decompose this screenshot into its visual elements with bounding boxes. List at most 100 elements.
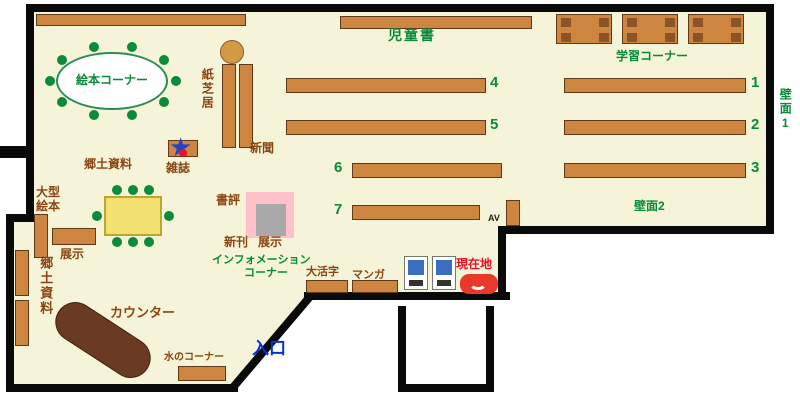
bookshelf-1 bbox=[564, 78, 746, 93]
bookshelf-6 bbox=[352, 163, 502, 178]
display-label-center: 展示 bbox=[258, 235, 283, 249]
manga-label: マンガ bbox=[352, 269, 385, 281]
stool-icon bbox=[599, 18, 609, 27]
chair-dot bbox=[127, 110, 137, 120]
chair-dot bbox=[92, 211, 102, 221]
stool-icon bbox=[665, 18, 675, 27]
kamishibai-label: 紙芝居 bbox=[200, 68, 215, 110]
magazine-label: 雑誌 bbox=[166, 161, 191, 175]
local-materials-shelf bbox=[15, 300, 29, 346]
stool-icon bbox=[731, 18, 741, 27]
stool-icon bbox=[561, 18, 571, 27]
wall-stair-left bbox=[398, 306, 406, 392]
local-materials-vertical-label: 郷土資料 bbox=[38, 256, 54, 316]
bookshelf-7 bbox=[352, 205, 480, 220]
large-books-label-line1: 大型 bbox=[36, 185, 61, 199]
wall-right-bottom bbox=[498, 226, 774, 234]
wall-right bbox=[766, 4, 774, 234]
picture-book-corner-table: 絵本コーナー bbox=[56, 52, 168, 110]
study-desk bbox=[556, 14, 612, 44]
chair-dot bbox=[127, 42, 137, 52]
stool-icon bbox=[693, 33, 703, 42]
children-books-label: 児童書 bbox=[388, 27, 436, 43]
av-shelf bbox=[506, 200, 520, 226]
study-desk bbox=[688, 14, 744, 44]
chair-dot bbox=[112, 237, 122, 247]
large-books-label-line2: 絵本 bbox=[36, 199, 61, 213]
wall1-label: 壁面1 bbox=[778, 88, 793, 132]
large-print-shelf bbox=[306, 280, 348, 293]
stool-icon bbox=[693, 18, 703, 27]
floor-main-hall bbox=[34, 12, 766, 226]
study-corner-label: 学習コーナー bbox=[616, 49, 689, 63]
manga-shelf bbox=[352, 280, 398, 293]
chair-dot bbox=[159, 55, 169, 65]
bookshelf-3 bbox=[564, 163, 746, 178]
information-corner-label-line1: インフォメーション bbox=[212, 254, 311, 266]
stool-icon bbox=[731, 33, 741, 42]
chair-dot bbox=[164, 211, 174, 221]
terminal-slot-icon bbox=[437, 280, 451, 286]
large-books-shelf bbox=[34, 214, 48, 258]
water-corner-shelf bbox=[178, 366, 226, 381]
wall-left-lower bbox=[6, 214, 14, 392]
local-materials-shelf bbox=[15, 250, 29, 296]
stool-icon bbox=[627, 33, 637, 42]
display-shelf-left bbox=[52, 228, 96, 245]
current-location-arc-icon bbox=[469, 276, 487, 290]
entrance-label: 入口 bbox=[252, 339, 286, 358]
chair-dot bbox=[57, 55, 67, 65]
chair-dot bbox=[128, 237, 138, 247]
wall2-label: 壁面2 bbox=[634, 199, 665, 213]
wall-middle-right bbox=[498, 226, 506, 300]
shelf-number-6: 6 bbox=[334, 159, 343, 176]
terminal-machine bbox=[432, 256, 456, 290]
stool-icon bbox=[599, 33, 609, 42]
chair-dot bbox=[171, 76, 181, 86]
newspaper-shelf bbox=[239, 64, 253, 148]
terminal-screen-icon bbox=[436, 260, 452, 275]
chair-dot bbox=[57, 97, 67, 107]
stool-icon bbox=[627, 18, 637, 27]
large-print-label: 大活字 bbox=[306, 266, 339, 278]
magazine-star-center-icon bbox=[179, 149, 187, 157]
chair-dot bbox=[89, 110, 99, 120]
shelf-number-3: 3 bbox=[751, 159, 760, 176]
wall-middle-bottom bbox=[304, 292, 510, 300]
shelf-number-2: 2 bbox=[751, 116, 760, 133]
wall-stair-bottom bbox=[398, 384, 494, 392]
stool-icon bbox=[665, 33, 675, 42]
terminal-slot-icon bbox=[409, 280, 423, 286]
shelf-children-books-wall bbox=[340, 16, 532, 29]
local-materials-label: 郷土資料 bbox=[84, 157, 133, 171]
wall-top bbox=[26, 4, 774, 12]
bookshelf-4 bbox=[286, 78, 486, 93]
wall-bottom bbox=[6, 384, 238, 392]
shelf-top-left-wall bbox=[36, 14, 246, 26]
counter-label: カウンター bbox=[110, 305, 176, 320]
display-case bbox=[256, 204, 286, 236]
bookshelf-2 bbox=[564, 120, 746, 135]
water-corner-label: 水のコーナー bbox=[164, 352, 224, 363]
reading-table bbox=[104, 196, 162, 236]
shelf-number-1: 1 bbox=[751, 74, 760, 91]
kamishibai-shelf bbox=[222, 64, 236, 148]
current-location-marker bbox=[460, 274, 498, 294]
bookshelf-5 bbox=[286, 120, 486, 135]
picture-book-corner-label: 絵本コーナー bbox=[75, 73, 148, 88]
chair-dot bbox=[89, 42, 99, 52]
wall-left-pillar bbox=[0, 146, 26, 158]
wall-step bbox=[6, 214, 34, 222]
study-desk bbox=[622, 14, 678, 44]
information-corner-label-line2: コーナー bbox=[244, 267, 288, 279]
chair-dot bbox=[159, 97, 169, 107]
display-label-left: 展示 bbox=[60, 247, 85, 261]
new-arrivals-label: 新刊 bbox=[224, 235, 249, 249]
terminal-screen-icon bbox=[408, 260, 424, 275]
round-table bbox=[220, 40, 244, 64]
chair-dot bbox=[144, 185, 154, 195]
current-location-label: 現在地 bbox=[456, 257, 493, 271]
chair-dot bbox=[144, 237, 154, 247]
av-label: AV bbox=[488, 213, 500, 223]
